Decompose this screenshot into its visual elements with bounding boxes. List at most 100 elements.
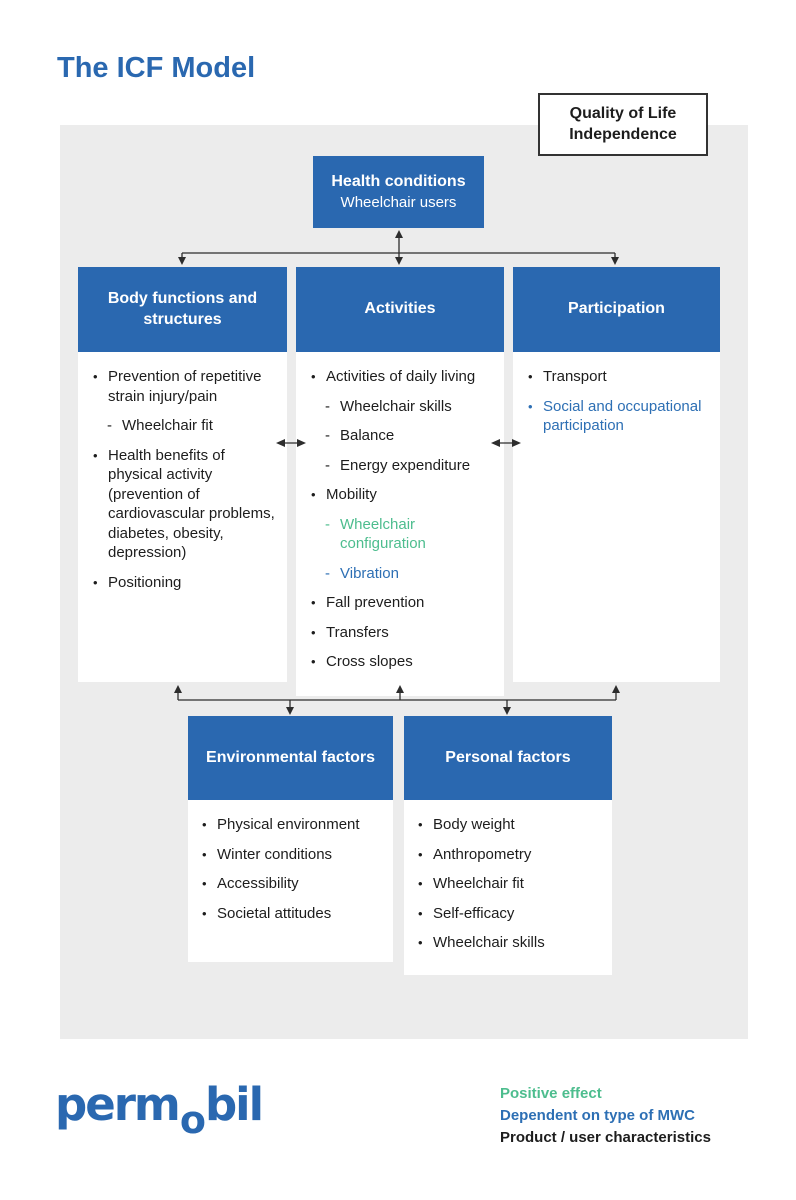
bullet-marker: •: [202, 846, 207, 862]
list-item-text: Winter conditions: [217, 845, 333, 863]
list-item: • Transport: [528, 367, 710, 387]
list-item: • Mobility: [311, 485, 494, 505]
list-item-text: Cross slopes: [326, 653, 413, 670]
logo-part-bil: bil: [204, 1078, 264, 1131]
bullet-marker: •: [528, 369, 533, 384]
list-item-text: Wheelchair skills: [433, 934, 545, 951]
bullet-marker: •: [418, 846, 423, 862]
list-item-text: Transport: [543, 368, 607, 385]
list-item: • Accessibility: [202, 874, 385, 894]
dash-marker: -: [325, 515, 330, 533]
list-item: • Social and occupational participation: [528, 397, 710, 436]
list-item-text: Positioning: [108, 573, 182, 591]
list-item-text: Societal attitudes: [217, 904, 332, 922]
list-item: Product / user characteristics: [500, 1128, 711, 1147]
list-item: Dependent on type of MWC: [500, 1106, 711, 1125]
column-header-participation: Participation: [513, 267, 720, 352]
environmental-factors-list: •Physical environment•Winter conditions•…: [188, 800, 393, 962]
list-item-text: Dependent on type of MWC: [500, 1107, 695, 1124]
bullet-marker: •: [418, 876, 423, 891]
personal-factors-title: Personal factors: [404, 716, 612, 800]
health-conditions-box: Health conditions Wheelchair users: [313, 156, 484, 228]
list-item: • Societal attitudes: [202, 904, 385, 924]
environmental-factors-title: Environmental factors: [188, 716, 393, 800]
bullet-marker: •: [528, 398, 533, 414]
list-item: -Wheelchair fit: [107, 416, 277, 436]
column-list-body-functions: • Prevention of repetitive strain injury/…: [78, 352, 287, 682]
list-item-text: Wheelchair configuration: [340, 515, 426, 553]
bullet-marker: •: [93, 447, 98, 463]
page-title: The ICF Model: [57, 52, 256, 84]
column-participation: Participation • Transport • Social and occu…: [513, 267, 720, 682]
dash-marker: -: [325, 397, 330, 415]
bullet-marker: •: [418, 935, 423, 950]
personal-factors-list: • Body weight • Anthropometry • Wheelchair fi…: [404, 800, 612, 975]
dash-marker: -: [107, 417, 112, 434]
list-item: • Winter conditions: [202, 845, 385, 865]
list-item: • Health benefits of physical activity (p…: [93, 446, 277, 563]
bullet-marker: •: [311, 624, 316, 640]
list-item: • Body weight: [418, 815, 604, 835]
list-item: • Physical environment: [202, 815, 385, 835]
list-item-text: Wheelchair fit: [122, 417, 213, 434]
list-item-text: Wheelchair skills: [340, 397, 452, 415]
bullet-marker: •: [93, 574, 98, 590]
list-item: • Positioning: [93, 573, 277, 593]
list-item-text: Mobility: [326, 486, 377, 503]
list-item-text: Physical environment: [217, 816, 360, 833]
list-item: • Wheelchair skills: [418, 933, 604, 953]
list-item-text: Accessibility: [217, 875, 299, 892]
bullet-marker: •: [311, 487, 316, 502]
health-conditions-subtitle: Wheelchair users: [340, 194, 457, 211]
bullet-marker: •: [311, 369, 316, 384]
logo-dropped-o: o: [179, 1098, 206, 1142]
list-item: • Fall prevention: [311, 593, 494, 613]
list-item-text: Anthropometry: [433, 845, 532, 863]
bullet-marker: •: [418, 817, 423, 832]
list-item-text: Product / user characteristics: [500, 1129, 711, 1146]
list-item: -Balance: [325, 426, 494, 446]
list-item-text: Fall prevention: [326, 594, 425, 611]
list-item-text: Prevention of repetitive strain injury/p…: [108, 368, 262, 405]
independence-label: Independence: [569, 126, 677, 143]
dash-marker: -: [325, 564, 330, 582]
list-item-text: Vibration: [340, 564, 399, 582]
column-list-activities: •Activities of daily living-Wheelchair s…: [296, 352, 504, 696]
dash-marker: -: [325, 456, 330, 474]
list-item: •Cross slopes: [311, 652, 494, 672]
list-item: -Vibration: [325, 564, 494, 584]
column-list-participation: • Transport • Social and occupational parti…: [513, 352, 720, 682]
list-item: -Wheelchair configuration: [325, 515, 494, 554]
list-item: • Anthropometry: [418, 845, 604, 865]
list-item: • Self-efficacy: [418, 904, 604, 924]
bullet-marker: •: [93, 369, 98, 384]
list-item-text: Self-efficacy: [433, 904, 515, 922]
list-item: • Wheelchair fit: [418, 874, 604, 894]
list-item: •Transfers: [311, 623, 494, 643]
permobil-logo: permobil: [55, 1078, 264, 1142]
list-item: •Activities of daily living: [311, 367, 494, 387]
list-item-text: Social and occupational participation: [543, 397, 702, 435]
bullet-marker: •: [418, 905, 423, 921]
health-conditions-title: Health conditions: [331, 173, 466, 190]
environmental-factors-box: Environmental factors • Physical environm…: [188, 716, 393, 962]
list-item-text: Positive effect: [500, 1085, 602, 1102]
bullet-marker: •: [311, 595, 316, 610]
bullet-marker: •: [202, 876, 207, 891]
column-header-activities: Activities: [296, 267, 504, 352]
column-activities: Activities •Activities of daily living-W…: [296, 267, 504, 696]
bullet-marker: •: [202, 905, 207, 921]
quality-of-life-label: Quality of Life: [569, 105, 677, 122]
list-item: Positive effect: [500, 1084, 711, 1103]
list-item: • Prevention of repetitive strain injury/…: [93, 367, 277, 406]
personal-factors-box: Personal factors • Body weight • Anthropome…: [404, 716, 612, 975]
list-item-text: Health benefits of physical activity (pr…: [108, 446, 275, 562]
dash-marker: -: [325, 427, 330, 444]
list-item: -Energy expenditure: [325, 456, 494, 476]
list-item-text: Wheelchair fit: [433, 875, 524, 892]
bullet-marker: •: [202, 817, 207, 832]
column-body-functions: Body functions and structures • Preventio…: [78, 267, 287, 682]
column-header-body-functions: Body functions and structures: [78, 267, 287, 352]
list-item-text: Body weight: [433, 816, 515, 833]
